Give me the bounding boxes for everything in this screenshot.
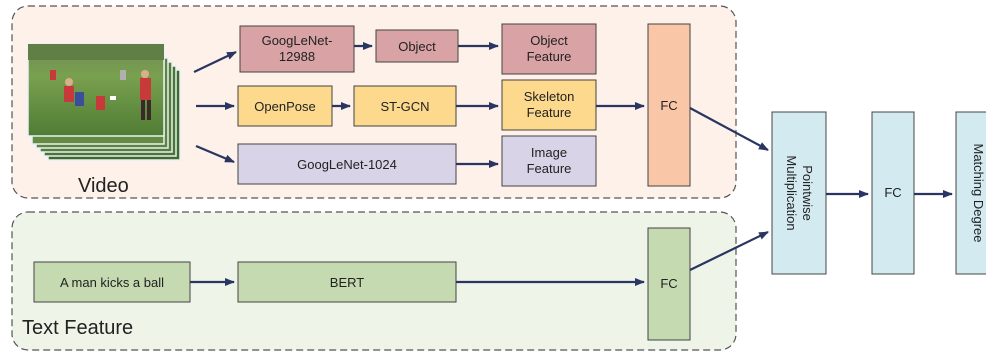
video-frames-image bbox=[27, 43, 181, 161]
openpose-label: OpenPose bbox=[254, 99, 315, 114]
text-input-label: A man kicks a ball bbox=[60, 275, 164, 290]
arrow-video-fc-to-pointwise bbox=[689, 107, 769, 151]
arrow-text-fc-to-pointwise bbox=[689, 231, 769, 271]
object-box bbox=[375, 29, 459, 63]
pointwise-box bbox=[771, 111, 827, 275]
matching-degree-label: Matching Degree bbox=[971, 144, 986, 243]
video-fc-box bbox=[647, 23, 691, 187]
arrow-frames-to-googlenet12988 bbox=[193, 51, 237, 73]
text-fc-box bbox=[647, 227, 691, 341]
stgcn-box bbox=[353, 85, 457, 127]
googlenet-12988-label: GoogLeNet-12988 bbox=[262, 33, 333, 64]
text-input-box bbox=[33, 261, 191, 303]
googlenet-12988-box bbox=[239, 25, 355, 73]
googlenet-1024-label: GoogLeNet-1024 bbox=[297, 157, 397, 172]
pointwise-label: PointwiseMultiplication bbox=[784, 155, 815, 230]
arrow-frames-to-googlenet1024 bbox=[195, 144, 235, 164]
bert-label: BERT bbox=[330, 275, 364, 290]
video-fc-label: FC bbox=[660, 98, 677, 113]
openpose-box bbox=[237, 85, 333, 127]
fusion-fc-label: FC bbox=[884, 185, 901, 200]
image-feature-box bbox=[501, 135, 597, 187]
stgcn-label: ST-GCN bbox=[380, 99, 429, 114]
text-group-label: Text Feature bbox=[22, 317, 133, 339]
object-feature-box bbox=[501, 23, 597, 75]
matching-degree-box bbox=[955, 111, 986, 275]
bert-box bbox=[237, 261, 457, 303]
text-fc-label: FC bbox=[660, 276, 677, 291]
googlenet-1024-box bbox=[237, 143, 457, 185]
object-label: Object bbox=[398, 39, 436, 54]
video-group-label: Video bbox=[78, 175, 129, 197]
